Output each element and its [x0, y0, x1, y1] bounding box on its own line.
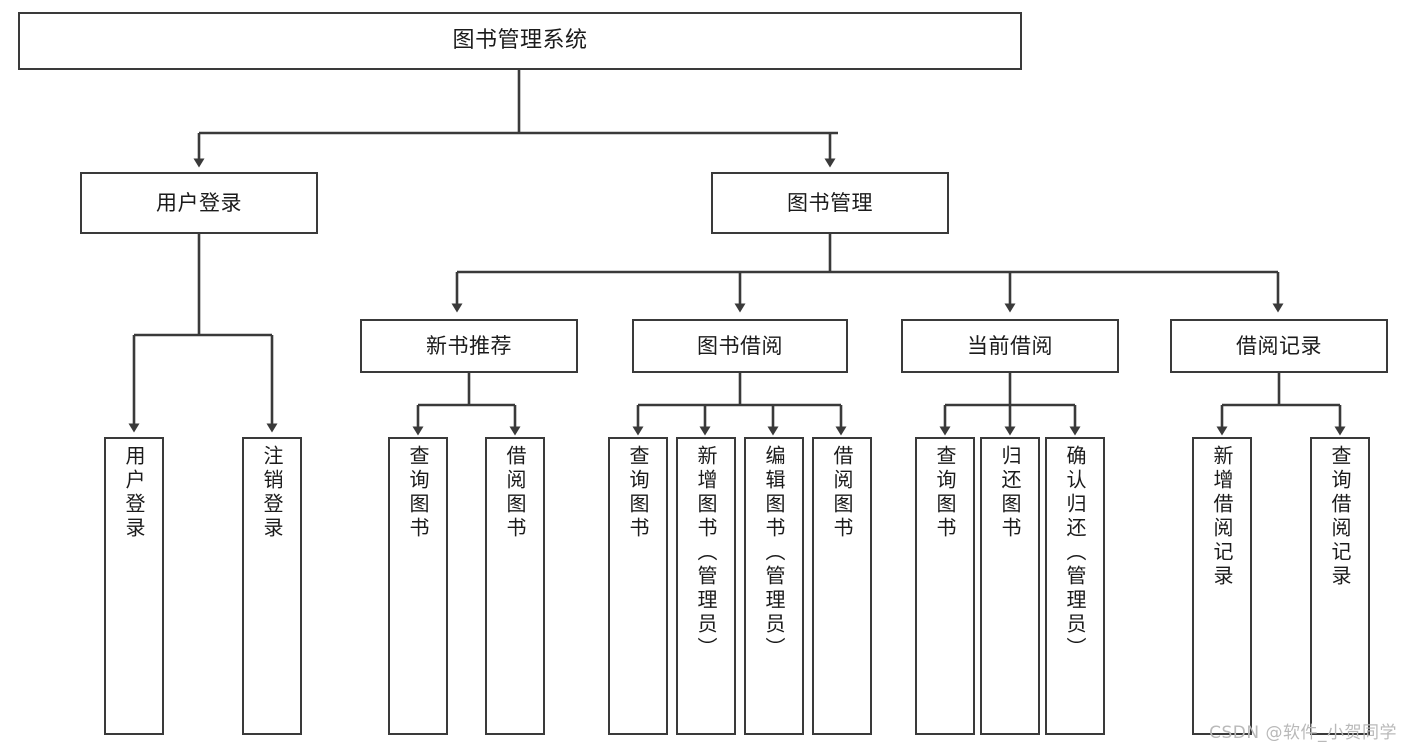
leaf-query-book-borrow[interactable]: 查询图书 [608, 437, 668, 735]
leaf-query-book-current[interactable]: 查询图书 [915, 437, 975, 735]
node-root-book-management-system[interactable]: 图书管理系统 [18, 12, 1022, 70]
leaf-edit-book[interactable]: 编辑图书（管理员） [744, 437, 804, 735]
csdn-watermark: CSDN @软件_小贺同学 [1209, 723, 1397, 743]
node-label: 当前借阅 [967, 333, 1053, 358]
leaf-query-borrow-record[interactable]: 查询借阅记录 [1310, 437, 1370, 735]
node-label: 用户登录 [122, 445, 146, 541]
leaf-logout[interactable]: 注销登录 [242, 437, 302, 735]
node-user-login[interactable]: 用户登录 [80, 172, 318, 234]
node-label: 借阅图书 [503, 445, 527, 541]
node-label: 查询图书 [933, 445, 957, 541]
node-label: 查询图书 [626, 445, 650, 541]
node-label: 借阅记录 [1236, 333, 1322, 358]
leaf-borrow-book-recommend[interactable]: 借阅图书 [485, 437, 545, 735]
node-label: 新书推荐 [426, 333, 512, 358]
node-label: 查询图书 [406, 445, 430, 541]
node-book-management[interactable]: 图书管理 [711, 172, 949, 234]
leaf-borrow-book[interactable]: 借阅图书 [812, 437, 872, 735]
leaf-add-book[interactable]: 新增图书（管理员） [676, 437, 736, 735]
leaf-add-borrow-record[interactable]: 新增借阅记录 [1192, 437, 1252, 735]
node-label: 确认归还（管理员） [1063, 445, 1087, 661]
node-label: 图书管理 [787, 190, 873, 215]
node-label: 图书借阅 [697, 333, 783, 358]
leaf-return-book[interactable]: 归还图书 [980, 437, 1040, 735]
node-label: 图书管理系统 [452, 28, 588, 54]
node-borrow-record[interactable]: 借阅记录 [1170, 319, 1388, 373]
node-label: 编辑图书（管理员） [762, 445, 786, 661]
node-label: 借阅图书 [830, 445, 854, 541]
leaf-user-login[interactable]: 用户登录 [104, 437, 164, 735]
node-label: 注销登录 [260, 445, 284, 541]
node-label: 归还图书 [998, 445, 1022, 541]
node-label: 新增图书（管理员） [694, 445, 718, 661]
node-current-borrow[interactable]: 当前借阅 [901, 319, 1119, 373]
node-label: 查询借阅记录 [1328, 445, 1352, 589]
node-book-borrow[interactable]: 图书借阅 [632, 319, 848, 373]
node-label: 新增借阅记录 [1210, 445, 1234, 589]
leaf-confirm-return[interactable]: 确认归还（管理员） [1045, 437, 1105, 735]
node-label: 用户登录 [156, 190, 242, 215]
node-new-book-recommend[interactable]: 新书推荐 [360, 319, 578, 373]
leaf-query-book-recommend[interactable]: 查询图书 [388, 437, 448, 735]
